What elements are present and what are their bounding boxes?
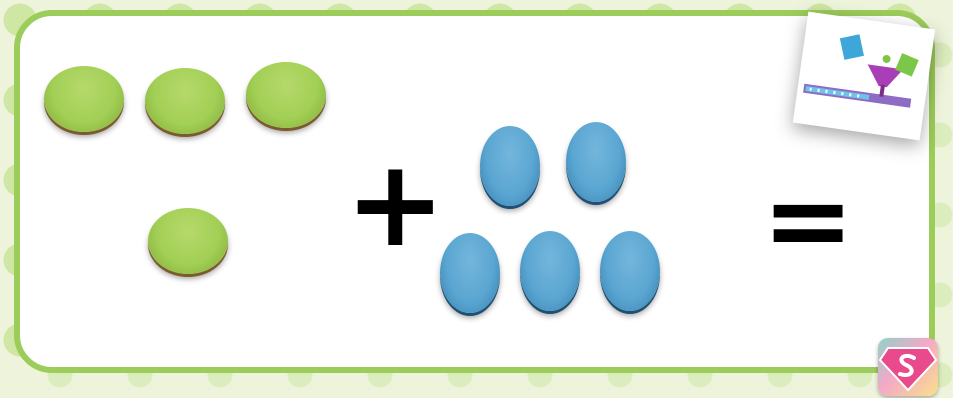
blue-counter bbox=[600, 231, 660, 311]
green-counter bbox=[246, 62, 326, 128]
superhero-s-shield-icon bbox=[878, 338, 938, 396]
math-balance-tool-icon bbox=[793, 12, 935, 141]
blue-counter bbox=[566, 122, 626, 202]
green-counter bbox=[44, 66, 124, 132]
equals-sign: = bbox=[762, 165, 854, 275]
blue-counter bbox=[480, 126, 540, 206]
green-counter bbox=[148, 208, 228, 274]
blue-counter bbox=[440, 233, 500, 313]
plus-sign: + bbox=[345, 145, 446, 265]
blue-counter bbox=[520, 231, 580, 311]
math-balance-tool-graphic bbox=[793, 12, 935, 141]
green-counter bbox=[145, 68, 225, 134]
badge-graphic bbox=[878, 338, 938, 396]
